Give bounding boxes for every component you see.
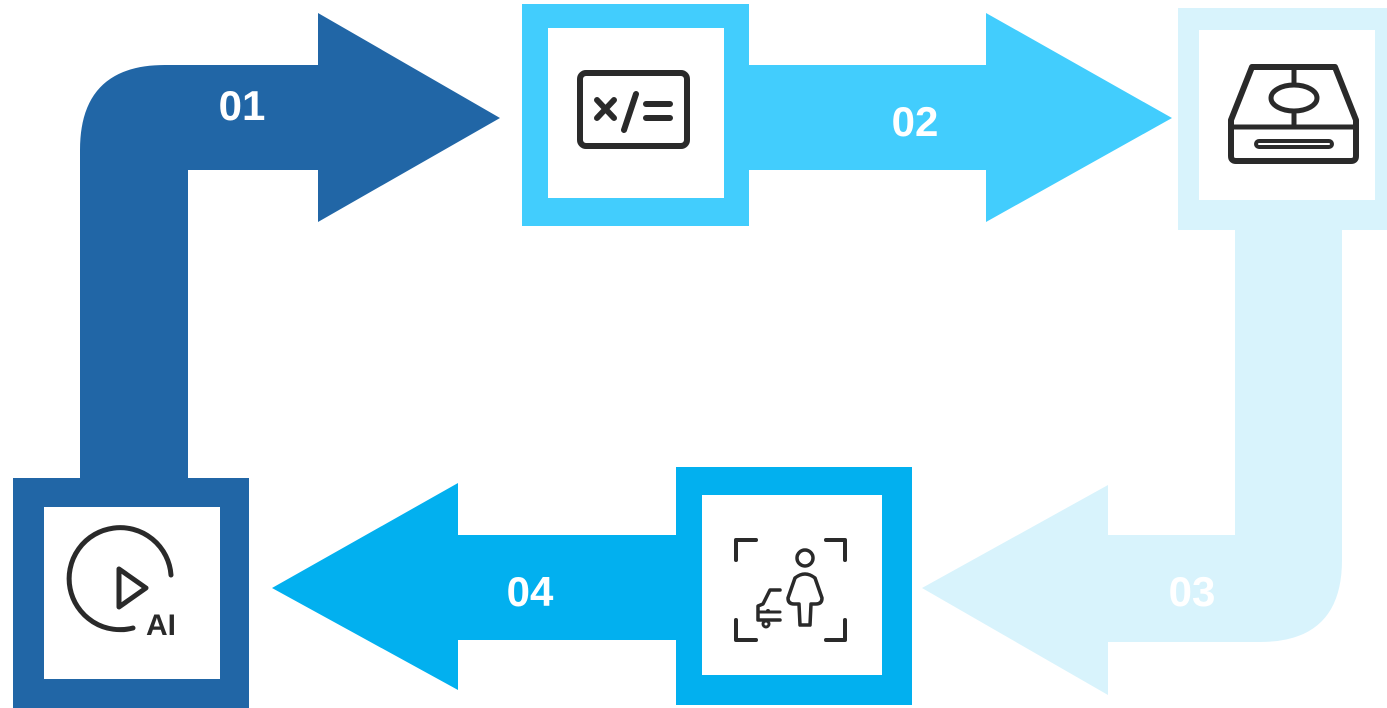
- calculator-icon: [577, 70, 690, 149]
- person-vehicle-detection-icon: [734, 538, 847, 642]
- storage-drive-icon: [1228, 64, 1359, 164]
- arrow-01: [80, 13, 500, 480]
- ai-play-icon: AI: [66, 525, 176, 642]
- svg-text:AI: AI: [146, 609, 176, 642]
- step-02-label: 02: [892, 98, 939, 145]
- step-02-box-inner: [548, 28, 724, 198]
- step-01-label: 01: [219, 82, 266, 129]
- step-03-box-inner: [1199, 30, 1375, 200]
- step-03-label: 03: [1169, 568, 1216, 615]
- arrow-02: [748, 13, 1172, 222]
- arrow-03: [922, 228, 1342, 695]
- step-04-label: 04: [507, 568, 554, 615]
- arrow-04: [272, 483, 678, 690]
